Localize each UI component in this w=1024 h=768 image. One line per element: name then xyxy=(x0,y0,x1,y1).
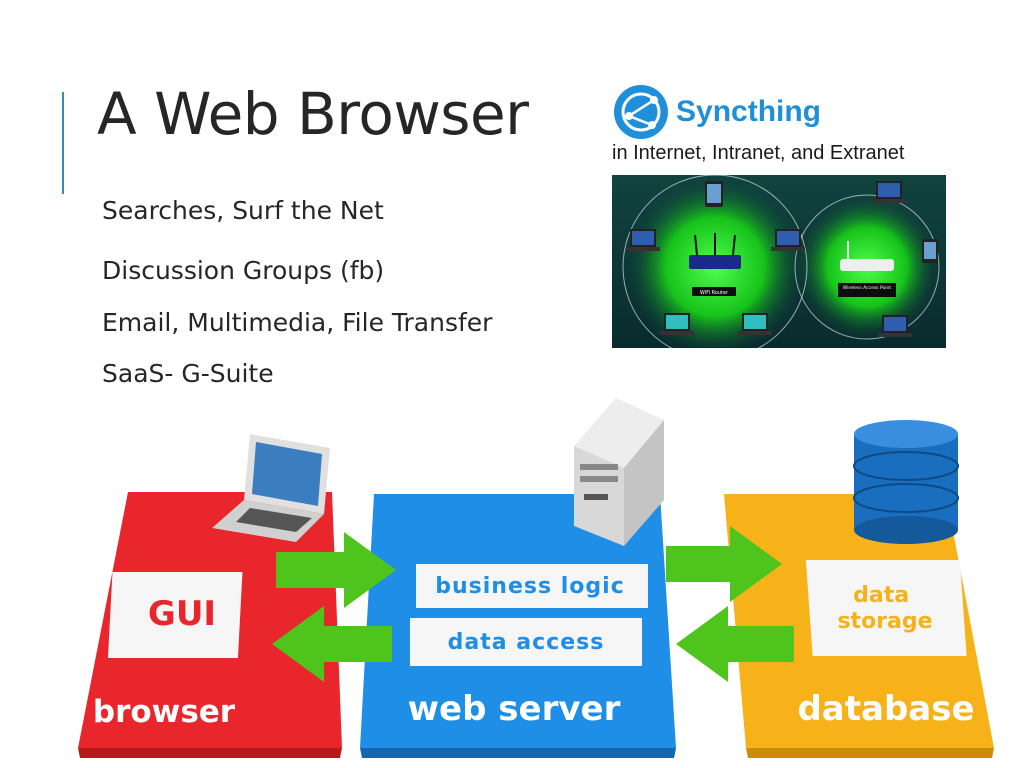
arrow-right-icon xyxy=(666,526,782,602)
data-storage-label: data storage xyxy=(837,583,932,634)
router-label: WiFi Router xyxy=(700,290,729,296)
business-logic-label: business logic xyxy=(435,574,624,599)
access-point-label: Wireless Access Point xyxy=(843,285,892,291)
syncthing-name: Syncthing xyxy=(676,95,822,128)
arrow-left-icon xyxy=(272,606,392,682)
arrow-left-icon xyxy=(676,606,794,682)
title-accent-bar xyxy=(62,92,64,194)
bullet-item: SaaS- G-Suite xyxy=(102,359,274,388)
bullet-item: Email, Multimedia, File Transfer xyxy=(102,308,493,337)
slide-title: A Web Browser xyxy=(97,80,529,148)
database-label: database xyxy=(797,689,974,729)
server-tower-icon xyxy=(574,398,664,546)
gui-label: GUI xyxy=(148,594,216,634)
web-architecture-diagram: GUI browser business logic data access w… xyxy=(78,398,994,758)
arrow-right-icon xyxy=(276,532,396,608)
bullet-item: Searches, Surf the Net xyxy=(102,196,384,225)
bullet-item: Discussion Groups (fb) xyxy=(102,256,385,285)
database-panel: data storage database xyxy=(724,494,994,758)
syncthing-caption: in Internet, Intranet, and Extranet xyxy=(612,142,905,164)
database-cylinder-icon xyxy=(853,420,959,544)
data-access-label: data access xyxy=(448,630,605,655)
browser-label: browser xyxy=(93,694,236,730)
laptop-icon xyxy=(212,434,330,542)
web-server-panel: business logic data access web server xyxy=(360,494,676,758)
network-diagram-image: WiFi Router Wireless Access Point xyxy=(612,175,946,348)
web-server-label: web server xyxy=(408,689,621,729)
syncthing-logo-icon xyxy=(614,85,668,139)
